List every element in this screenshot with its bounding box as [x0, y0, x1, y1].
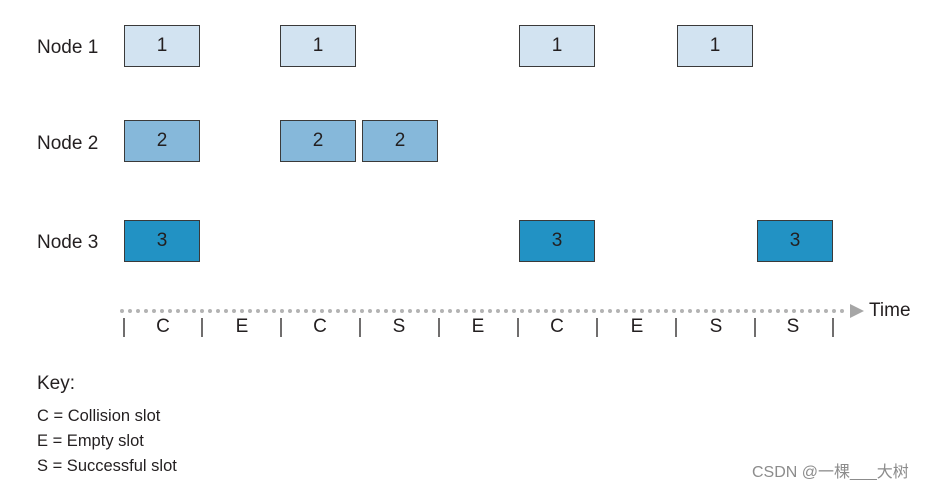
watermark: CSDN @一棵___大树: [752, 464, 909, 481]
node-3-transmission: 3: [519, 220, 595, 262]
node-1-transmission: 1: [280, 25, 356, 67]
key-item-empty: E = Empty slot: [37, 432, 144, 450]
key-item-successful: S = Successful slot: [37, 457, 177, 475]
node-3-label: Node 3: [37, 232, 99, 253]
slot-code: S: [392, 316, 406, 337]
node-2-transmission: 2: [280, 120, 356, 162]
time-axis-label: Time: [869, 300, 911, 321]
slot-code: C: [550, 316, 564, 337]
node-2-label: Node 2: [37, 133, 99, 154]
node-1-transmission: 1: [124, 25, 200, 67]
node-1-label: Node 1: [37, 37, 99, 58]
node-2-transmission: 2: [124, 120, 200, 162]
slot-dividers: [123, 318, 834, 337]
key-title: Key:: [37, 373, 76, 394]
time-arrow-icon: [850, 304, 864, 318]
slot-code: E: [471, 316, 485, 337]
slot-code: C: [313, 316, 327, 337]
slot-code: E: [235, 316, 249, 337]
time-axis: [120, 304, 864, 337]
node-3-transmission: 3: [757, 220, 833, 262]
slot-code: C: [156, 316, 170, 337]
slot-code: S: [709, 316, 723, 337]
node-3-transmission: 3: [124, 220, 200, 262]
slot-code: S: [786, 316, 800, 337]
node-1-transmission: 1: [519, 25, 595, 67]
key-item-collision: C = Collision slot: [37, 407, 161, 425]
node-2-transmission: 2: [362, 120, 438, 162]
node-1-transmission: 1: [677, 25, 753, 67]
slot-code: E: [630, 316, 644, 337]
